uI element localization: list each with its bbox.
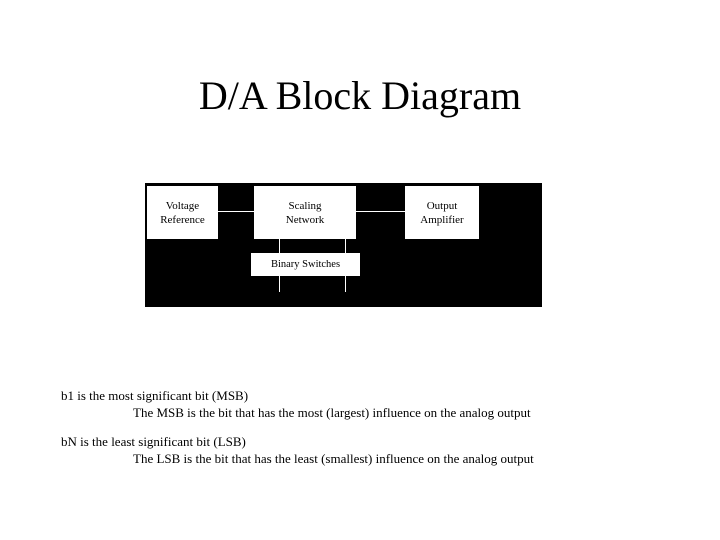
lsb-definition: bN is the least significant bit (LSB) (61, 434, 246, 449)
lsb-explanation: The LSB is the bit that has the least (s… (133, 451, 534, 466)
output-amplifier-label: Output Amplifier (420, 199, 464, 226)
switch-link-right (345, 239, 346, 253)
bit-input-line-bn (345, 276, 346, 292)
network-to-amplifier-connector (356, 211, 405, 212)
scaling-network-label: Scaling Network (285, 199, 325, 226)
voltage-reference-label: Voltage Reference (160, 199, 205, 226)
slide-title: D/A Block Diagram (198, 73, 522, 118)
reference-to-network-connector (218, 211, 254, 212)
output-amplifier-block: Output Amplifier (405, 186, 479, 239)
voltage-reference-block: Voltage Reference (147, 186, 218, 239)
binary-switches-label: Binary Switches (270, 258, 341, 270)
bit-input-line-b1 (279, 276, 280, 292)
msb-explanation: The MSB is the bit that has the most (la… (133, 405, 531, 420)
msb-definition: b1 is the most significant bit (MSB) (61, 388, 249, 403)
binary-switches-block: Binary Switches (251, 253, 360, 276)
switch-link-left (279, 239, 280, 253)
bit-notes: b1 is the most significant bit (MSB) The… (61, 387, 681, 467)
da-block-diagram: Voltage Reference Scaling Network Output… (145, 183, 542, 307)
scaling-network-block: Scaling Network (254, 186, 356, 239)
